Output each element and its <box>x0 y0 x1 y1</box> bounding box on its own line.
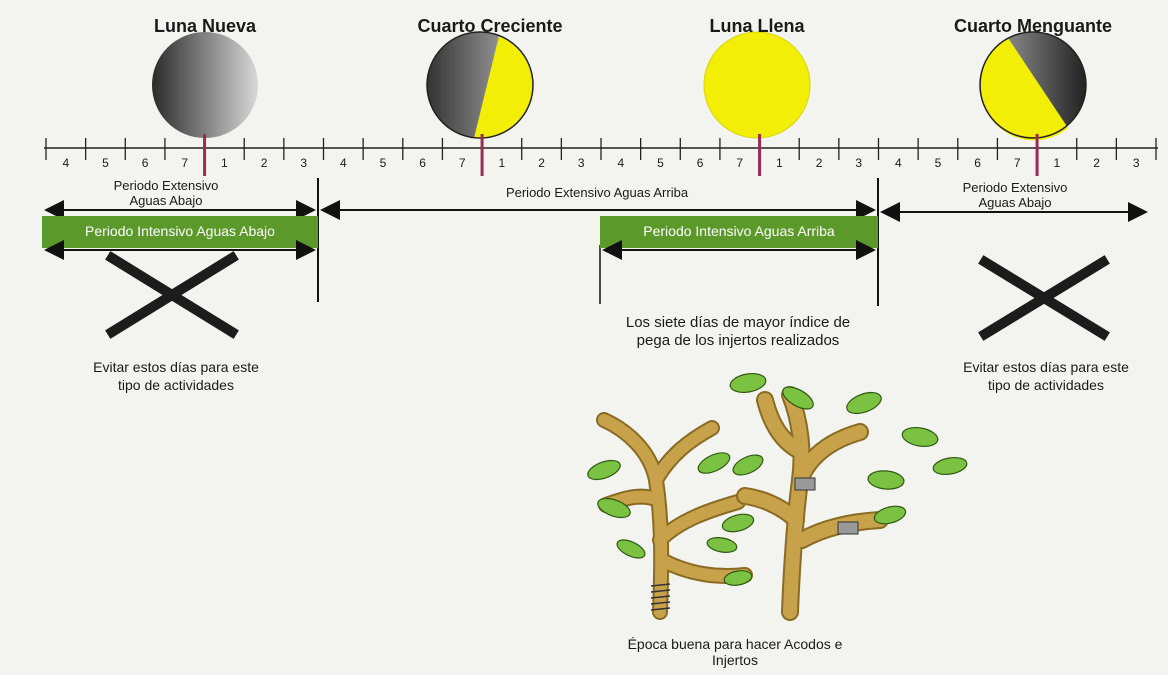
scale-number: 1 <box>221 156 228 170</box>
scale-number: 2 <box>538 156 545 170</box>
scale-number: 2 <box>815 156 823 170</box>
scale-number: 7 <box>181 156 189 170</box>
scale-number: 4 <box>339 156 347 170</box>
last-quarter-moon-icon <box>979 31 1087 141</box>
cross-left-icon <box>105 251 239 339</box>
scale-number: 2 <box>260 156 268 170</box>
label-right-intensive: Periodo Intensivo Aguas Arriba <box>643 223 835 239</box>
scale-number: 5 <box>934 156 942 170</box>
label-right-extensive: Periodo Extensivo Aguas Abajo <box>962 180 1068 210</box>
caption-seven-days: Los siete días de mayor índice de pega d… <box>625 314 851 349</box>
label-middle-extensive: Periodo Extensivo Aguas Arriba <box>505 185 689 200</box>
caption-avoid-right: Evitar estos días para este tipo de acti… <box>963 359 1129 393</box>
caption-avoid-left: Evitar estos días para este tipo de acti… <box>93 359 259 393</box>
scale-number: 5 <box>657 156 664 170</box>
phase-title-full-moon: Luna Llena <box>709 16 805 36</box>
scale-number: 5 <box>379 156 387 170</box>
phase-title-new-moon: Luna Nueva <box>153 16 257 36</box>
layering-plant-icon <box>587 412 755 620</box>
cross-right-icon <box>978 255 1110 341</box>
scale-number: 3 <box>855 156 863 170</box>
scale-number: 4 <box>617 156 625 170</box>
scale-ticks <box>45 134 1157 176</box>
scale-number: 4 <box>62 156 70 170</box>
new-moon-icon <box>152 32 258 138</box>
grafting-plant-icon <box>729 373 968 621</box>
scale-number: 1 <box>1053 156 1061 170</box>
scale-number: 6 <box>141 156 149 170</box>
caption-good-season: Época buena para hacer Acodos e Injertos <box>627 636 843 668</box>
scale-number: 7 <box>458 156 466 170</box>
first-quarter-moon-icon <box>426 31 534 139</box>
full-moon-icon <box>703 31 811 139</box>
scale-number: 1 <box>498 156 506 170</box>
scale-number: 3 <box>300 156 308 170</box>
label-left-intensive: Periodo Intensivo Aguas Abajo <box>85 223 275 239</box>
phase-title-first-quarter: Cuarto Creciente <box>417 16 563 36</box>
scale-number: 3 <box>577 156 585 170</box>
scale-number: 6 <box>974 156 981 170</box>
phase-title-last-quarter: Cuarto Menguante <box>953 16 1113 36</box>
scale-number: 5 <box>102 156 109 170</box>
scale-number: 1 <box>776 156 783 170</box>
scale-number: 6 <box>696 156 704 170</box>
scale-number: 7 <box>736 156 744 170</box>
scale-number: 2 <box>1093 156 1100 170</box>
scale-number: 4 <box>894 156 902 170</box>
scale-number: 6 <box>419 156 426 170</box>
scale-number: 3 <box>1132 156 1140 170</box>
scale-number: 7 <box>1013 156 1021 170</box>
label-left-extensive: Periodo Extensivo Aguas Abajo <box>113 178 219 208</box>
